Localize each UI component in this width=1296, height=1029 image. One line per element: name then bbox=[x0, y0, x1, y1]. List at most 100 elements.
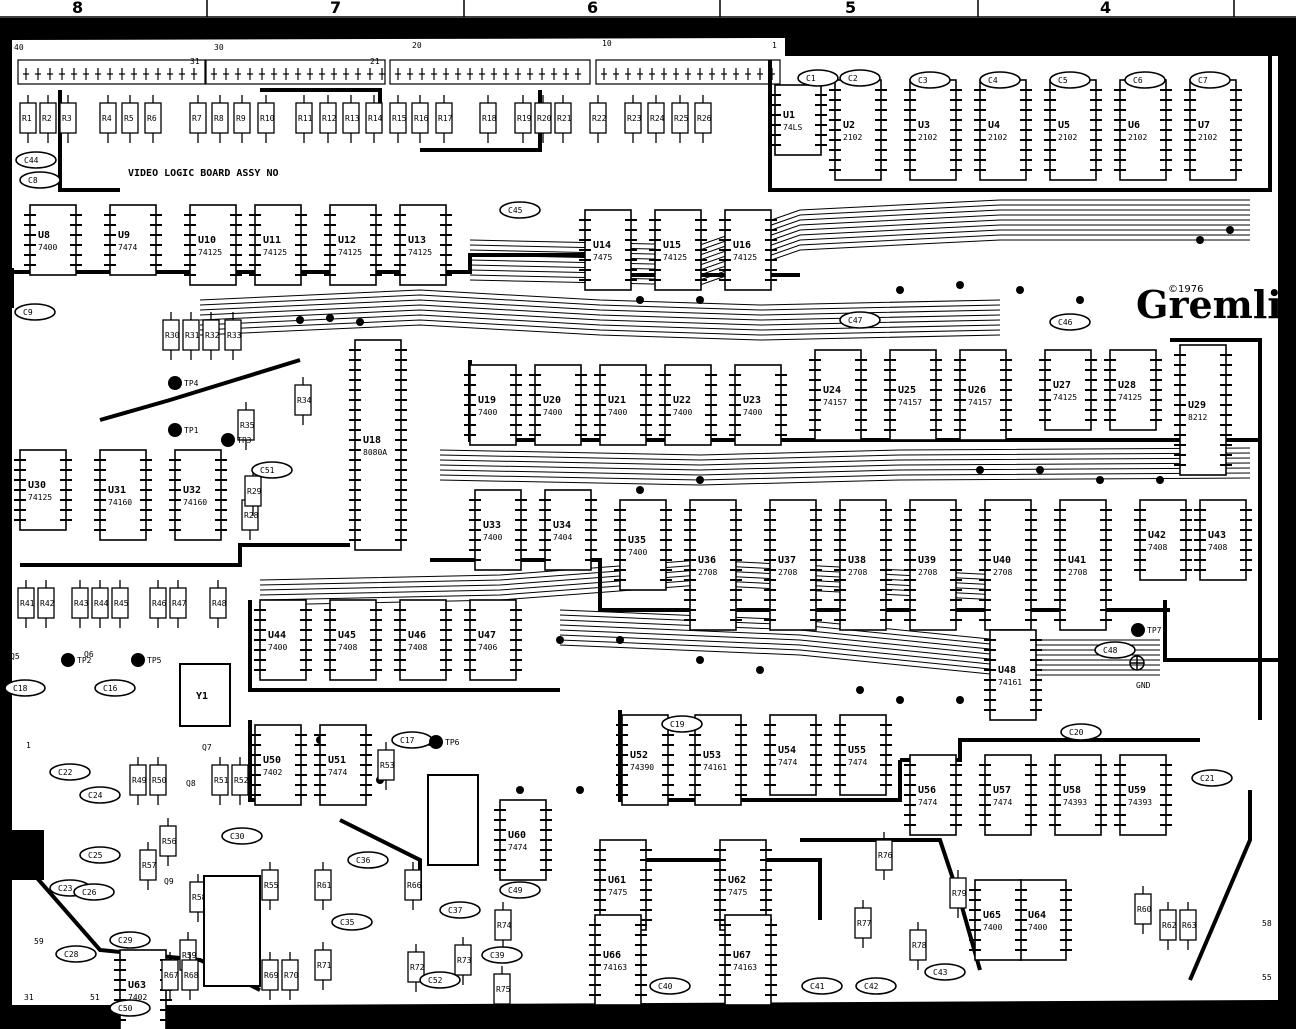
chip-ref: U13 bbox=[408, 235, 426, 246]
resistor-ref: R49 bbox=[132, 776, 147, 785]
chip-ref: U3 bbox=[918, 120, 930, 131]
capacitor-ref: C20 bbox=[1069, 728, 1084, 737]
resistor-ref: R30 bbox=[165, 331, 180, 340]
resistor: R34 bbox=[294, 377, 312, 425]
resistor: R62 bbox=[1159, 902, 1177, 950]
resistor-ref: R33 bbox=[227, 331, 242, 340]
resistor-ref: R44 bbox=[94, 599, 109, 608]
resistor-ref: R59 bbox=[182, 951, 197, 960]
chip-ref: U1 bbox=[783, 110, 795, 121]
capacitor: C40 bbox=[649, 977, 691, 995]
resistor-ref: R62 bbox=[1162, 921, 1177, 930]
chip-part: 2708 bbox=[698, 568, 717, 577]
resistor: R46 bbox=[149, 580, 167, 628]
resistor: R10 bbox=[257, 95, 275, 143]
chip-part: 74161 bbox=[703, 763, 727, 772]
resistor: R30 bbox=[162, 312, 180, 360]
resistor-ref: R71 bbox=[317, 961, 332, 970]
chip-part: 7474 bbox=[508, 843, 527, 852]
test-point: TP3 bbox=[221, 433, 252, 447]
chip-part: 7408 bbox=[1148, 543, 1167, 552]
resistor: R6 bbox=[144, 95, 162, 143]
chip-ref: U24 bbox=[823, 385, 841, 396]
capacitor: C50 bbox=[109, 999, 151, 1017]
capacitor-ref: C39 bbox=[490, 951, 505, 960]
transistor-label: Q7 bbox=[202, 743, 212, 752]
resistor-ref: R51 bbox=[214, 776, 229, 785]
chip-part: 74163 bbox=[733, 963, 757, 972]
chip-ref: U52 bbox=[630, 750, 648, 761]
resistor: R32 bbox=[202, 312, 220, 360]
pin-label: 31 bbox=[24, 993, 34, 1002]
capacitor: C8 bbox=[19, 171, 61, 189]
chip-part: 2102 bbox=[1198, 133, 1217, 142]
pin-label: 51 bbox=[90, 993, 100, 1002]
resistor-ref: R45 bbox=[114, 599, 129, 608]
chip-part: 2708 bbox=[918, 568, 937, 577]
resistor: R18 bbox=[479, 95, 497, 143]
resistor-ref: R47 bbox=[172, 599, 187, 608]
logo-year: ©1976 bbox=[1168, 284, 1203, 295]
chip-ref: U53 bbox=[703, 750, 721, 761]
chip-part: 7408 bbox=[1208, 543, 1227, 552]
resistor: R3 bbox=[59, 95, 77, 143]
resistor-ref: R60 bbox=[1137, 905, 1152, 914]
chip-part: 74125 bbox=[28, 493, 52, 502]
resistor: R60 bbox=[1134, 886, 1152, 934]
chip-part: 74160 bbox=[108, 498, 132, 507]
chip-part: 74393 bbox=[1128, 798, 1152, 807]
capacitor-ref: C28 bbox=[64, 950, 79, 959]
resistor: R2 bbox=[39, 95, 57, 143]
capacitor-ref: C25 bbox=[88, 851, 103, 860]
resistor-ref: R77 bbox=[857, 919, 872, 928]
capacitor: C35 bbox=[331, 913, 373, 931]
chip-part: 74125 bbox=[1053, 393, 1077, 402]
ic-chip: U53 74161 bbox=[689, 714, 747, 806]
chip-ref: U57 bbox=[993, 785, 1011, 796]
capacitor: C19 bbox=[661, 715, 703, 733]
resistor-ref: R5 bbox=[124, 114, 134, 123]
test-point-ref: TP4 bbox=[184, 379, 199, 388]
gremlin-logo: ©1976 Gremlin bbox=[1136, 282, 1296, 327]
capacitor-ref: C48 bbox=[1103, 646, 1118, 655]
resistor: R70 bbox=[281, 952, 299, 1000]
chip-ref: U50 bbox=[263, 755, 281, 766]
capacitor-ref: C18 bbox=[13, 684, 28, 693]
resistor-ref: R6 bbox=[147, 114, 157, 123]
resistor-ref: R56 bbox=[162, 837, 177, 846]
resistor-ref: R16 bbox=[414, 114, 429, 123]
resistor: R7 bbox=[189, 95, 207, 143]
test-point: TP1 bbox=[168, 423, 199, 437]
gnd-label: GND bbox=[1136, 681, 1151, 690]
chip-part: 2708 bbox=[848, 568, 867, 577]
resistor-ref: R41 bbox=[20, 599, 35, 608]
chip-ref: U16 bbox=[733, 240, 751, 251]
resistor: R5 bbox=[121, 95, 139, 143]
connector-number: 31 bbox=[190, 57, 200, 66]
resistor: R16 bbox=[411, 95, 429, 143]
chip-part: 7402 bbox=[263, 768, 282, 777]
ruler-label: 6 bbox=[587, 0, 598, 17]
resistor: R63 bbox=[1179, 902, 1197, 950]
chip-ref: U46 bbox=[408, 630, 426, 641]
chip-ref: U4 bbox=[988, 120, 1000, 131]
capacitor-ref: C24 bbox=[88, 791, 103, 800]
capacitor: C16 bbox=[94, 679, 136, 697]
capacitor-ref: C5 bbox=[1058, 76, 1068, 85]
chip-part: 7400 bbox=[38, 243, 57, 252]
